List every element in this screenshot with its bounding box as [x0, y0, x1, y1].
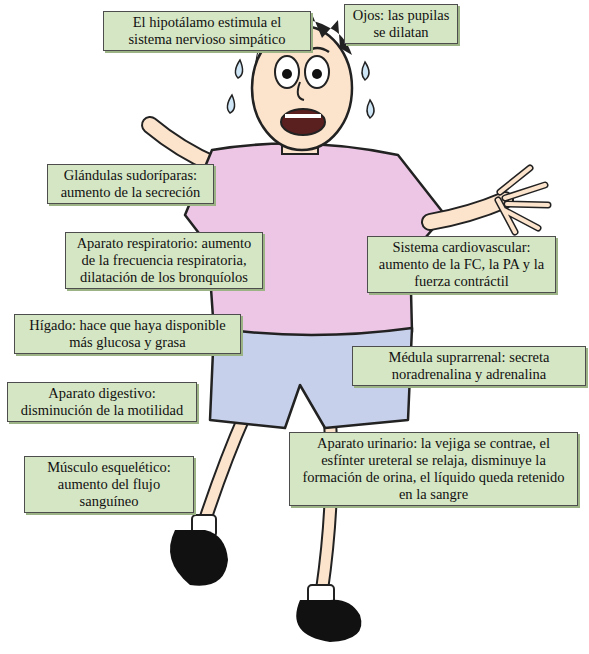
callout-box: Aparato urinario: la vejiga se contrae, …: [289, 432, 578, 506]
callout-box: Músculo esquelético: aumento del flujo s…: [24, 456, 194, 513]
callout-text: El hipotálamo estimula el sistema nervio…: [110, 14, 304, 48]
sweat-drop: [362, 62, 369, 80]
right-eye: [305, 56, 329, 88]
left-arm-outline: [150, 125, 215, 165]
right-hand-outline: [498, 168, 548, 232]
callout-text: Músculo esquelético: aumento del flujo s…: [31, 459, 187, 510]
left-shoe: [170, 530, 228, 586]
right-hand: [498, 168, 548, 232]
sweat-drop: [235, 60, 242, 78]
callout-text: Ojos: las pupilas se dilatan: [351, 7, 451, 41]
left-eye: [275, 56, 299, 88]
callout-box: Aparato digestivo: disminución de la mot…: [7, 382, 197, 422]
right-arm-outline: [430, 200, 505, 222]
right-shoe: [296, 600, 361, 642]
left-leg-outline: [205, 415, 245, 520]
left-pupil: [282, 69, 292, 79]
callout-box: Ojos: las pupilas se dilatan: [344, 4, 458, 44]
callout-box: Médula suprarrenal: secreta noradrenalin…: [352, 346, 586, 386]
sweat-drop: [367, 100, 374, 118]
left-arm: [150, 125, 215, 165]
open-mouth: [281, 109, 325, 135]
callout-text: Aparato respiratorio: aumento de la frec…: [72, 235, 256, 286]
teeth: [285, 114, 321, 118]
callout-text: Aparato urinario: la vejiga se contrae, …: [296, 435, 571, 503]
callout-text: Glándulas sudoríparas: aumento de la sec…: [54, 167, 207, 201]
callout-box: Aparato respiratorio: aumento de la frec…: [65, 232, 263, 289]
left-leg: [205, 415, 245, 520]
sweat-drop: [227, 95, 234, 113]
right-pupil: [312, 69, 322, 79]
right-arm: [430, 200, 505, 222]
callout-box: El hipotálamo estimula el sistema nervio…: [103, 11, 311, 51]
callout-text: Aparato digestivo: disminución de la mot…: [14, 385, 190, 419]
callout-box: Sistema cardiovascular: aumento de la FC…: [367, 236, 556, 293]
callout-box: Hígado: hace que haya disponible más glu…: [14, 314, 241, 354]
callout-text: Médula suprarrenal: secreta noradrenalin…: [359, 349, 579, 383]
callout-text: Hígado: hace que haya disponible más glu…: [21, 317, 234, 351]
callout-box: Glándulas sudoríparas: aumento de la sec…: [47, 164, 214, 204]
callout-text: Sistema cardiovascular: aumento de la FC…: [374, 239, 549, 290]
nose: [298, 82, 304, 100]
